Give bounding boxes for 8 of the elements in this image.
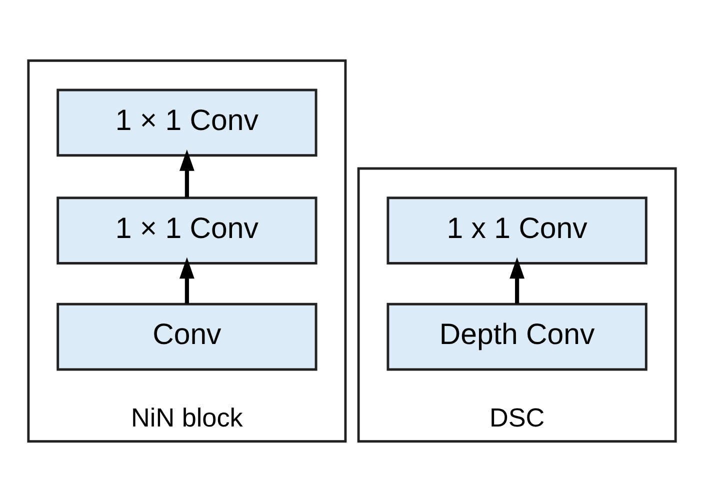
node-box: 1 × 1 Conv <box>56 88 318 156</box>
node-box: Depth Conv <box>386 302 648 370</box>
node-box: 1 × 1 Conv <box>56 196 318 264</box>
arrow <box>179 256 194 304</box>
node-box: Conv <box>56 302 318 370</box>
arrow <box>510 256 525 304</box>
node-box: 1 x 1 Conv <box>386 196 648 264</box>
arrow <box>179 149 194 198</box>
